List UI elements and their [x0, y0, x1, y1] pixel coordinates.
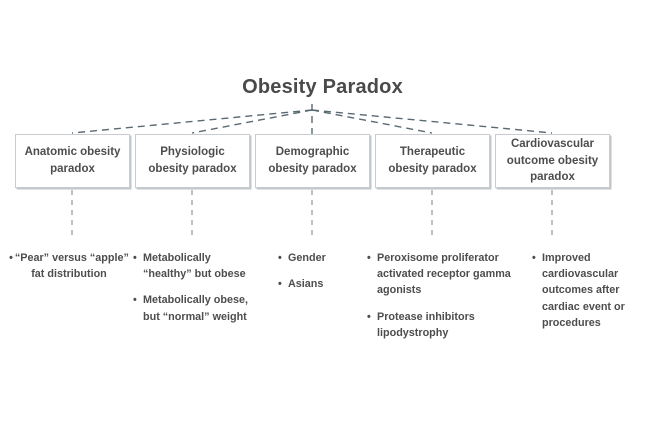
detail-list-anatomic: •“Pear” versus “apple” fat distribution [8, 250, 130, 292]
list-item-text: Metabolically “healthy” but obese [143, 252, 246, 281]
node-demographic-obesity-paradox[interactable]: Demographic obesity paradox [255, 134, 370, 188]
list-item: • Asians [278, 276, 373, 292]
connector-to-anatomic [71, 109, 313, 134]
list-item-text: Peroxisome proliferator activated recept… [377, 252, 511, 297]
list-item-text: Protease inhibitors lipodystrophy [377, 310, 475, 339]
node-cardiovascular-outcome-obesity-paradox[interactable]: Cardiovascular outcome obesity paradox [495, 134, 610, 188]
detail-list-therapeutic: • Peroxisome proliferator activated recep… [367, 250, 525, 351]
bullet-icon: • [278, 278, 282, 291]
list-item-text: Gender [288, 252, 326, 264]
list-item-text: Metabolically obese, but “normal” weight [143, 294, 249, 323]
detail-list-physiologic: • Metabolically “healthy” but obese • Meta… [133, 250, 255, 335]
node-label: Anatomic obesity paradox [24, 146, 121, 175]
list-item: • Improved cardiovascular outcomes after … [532, 250, 637, 331]
node-label: Demographic obesity paradox [268, 146, 357, 175]
node-therapeutic-obesity-paradox[interactable]: Therapeutic obesity paradox [375, 134, 490, 188]
page-title: Obesity Paradox [242, 76, 403, 98]
list-item: • Peroxisome proliferator activated recep… [367, 250, 525, 299]
bullet-icon: • [367, 252, 371, 264]
list-item-text: Asians [288, 278, 324, 291]
detail-list-cardiovascular: • Improved cardiovascular outcomes after … [532, 250, 637, 341]
node-label: Therapeutic obesity paradox [388, 146, 477, 175]
bullet-icon: • [133, 294, 137, 307]
connector-to-cardiovascular [311, 109, 553, 134]
bullet-icon: • [367, 310, 371, 323]
bullet-icon: • [278, 252, 282, 264]
list-item: • Metabolically obese, but “normal” weigh… [133, 292, 255, 324]
connector-to-physiologic [191, 109, 313, 134]
list-item-text: “Pear” versus “apple” fat distribution [14, 252, 129, 281]
list-item: •“Pear” versus “apple” fat distribution [8, 250, 130, 282]
list-item: • Metabolically “healthy” but obese [133, 250, 255, 282]
connector-to-therapeutic [311, 109, 433, 134]
bullet-icon: • [9, 252, 13, 264]
list-item: • Gender [278, 250, 373, 266]
node-label: Physiologic obesity paradox [148, 146, 237, 175]
bullet-icon: • [532, 252, 536, 264]
list-item-text: Improved cardiovascular outcomes after c… [542, 252, 625, 329]
node-label: Cardiovascular outcome obesity paradox [506, 138, 599, 184]
node-anatomic-obesity-paradox[interactable]: Anatomic obesity paradox [15, 134, 130, 188]
list-item: • Protease inhibitors lipodystrophy [367, 309, 525, 341]
detail-list-demographic: • Gender • Asians [278, 250, 373, 302]
node-physiologic-obesity-paradox[interactable]: Physiologic obesity paradox [135, 134, 250, 188]
bullet-icon: • [133, 252, 137, 264]
